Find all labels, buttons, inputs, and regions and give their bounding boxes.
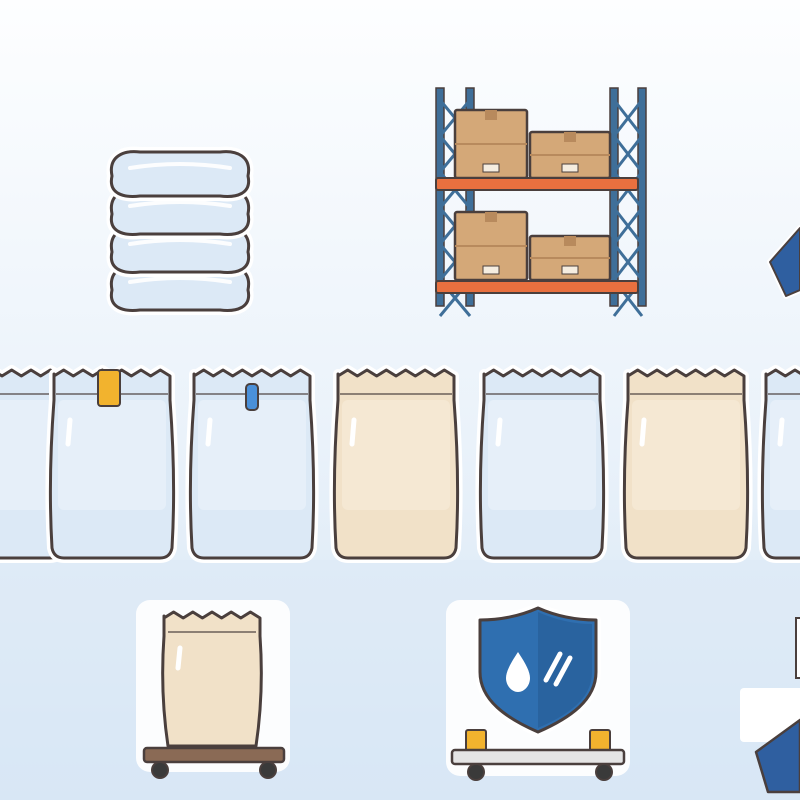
blue-bin-icon [740,617,800,794]
kraft-bag [619,365,753,563]
bag-on-cart-icon [136,600,290,779]
cardboard-box [528,234,612,282]
rack-post [465,87,475,307]
clear-bag [475,365,609,563]
water-drop-icon [506,652,530,692]
rack-post [435,87,445,307]
cardboard-box [453,210,529,282]
clear-bag [45,365,179,563]
cart-platform [142,746,286,764]
cart-platform [450,748,626,766]
warehouse-rack-icon [435,87,647,317]
cart-wheel [467,763,485,781]
kraft-bag [329,365,463,563]
clear-bag [185,365,319,563]
blue-bin-icon [767,225,800,299]
cardboard-box [528,130,612,180]
blue-tag [245,383,259,411]
floor-band [0,560,800,800]
cart-wheel [151,761,169,779]
rack-beam [435,177,639,191]
kraft-bag [161,610,263,748]
rack-post [609,87,619,307]
cart-wheel [595,763,613,781]
cardboard-box [453,108,529,180]
pillow [106,146,254,202]
clear-bag [757,365,800,563]
rack-beam [435,280,639,294]
packaging-bags-row [0,365,800,563]
cart-wheel [259,761,277,779]
yellow-tag [97,369,121,407]
stacked-pillows-icon [106,146,254,316]
water-resistant-shield-icon [446,600,630,781]
rack-post [637,87,647,307]
